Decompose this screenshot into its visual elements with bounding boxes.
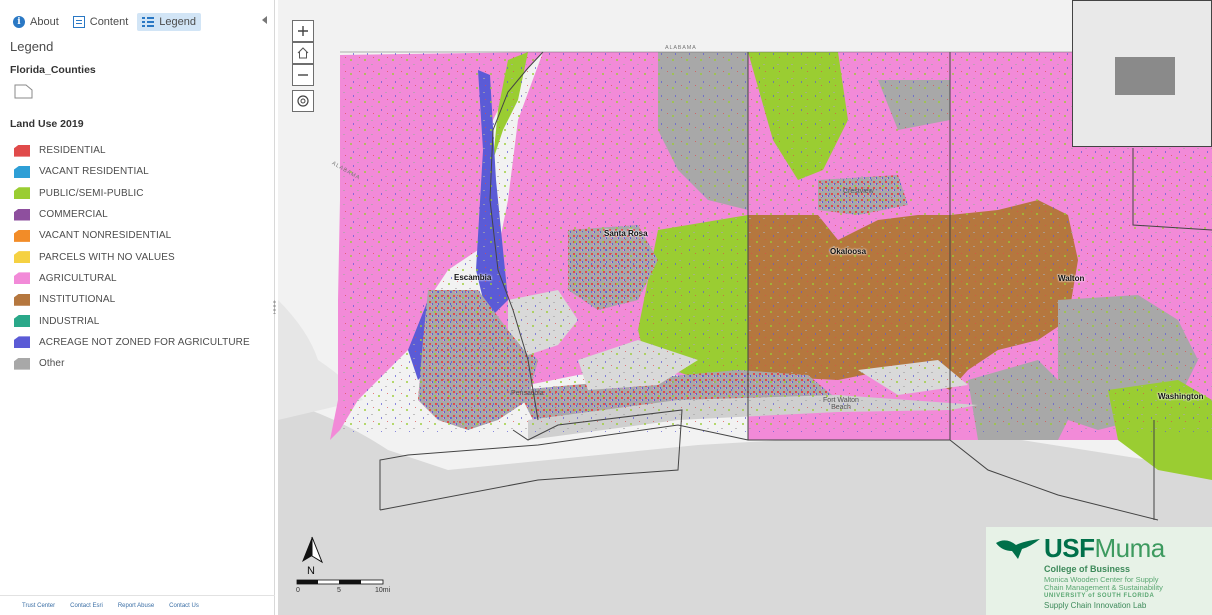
tab-about-label: About [30,16,59,28]
info-icon: i [13,16,25,28]
usf-bull-logo-icon [996,539,1040,559]
collapse-panel-icon[interactable] [262,16,267,24]
legend-item: RESIDENTIAL [14,140,250,161]
legend-label: AGRICULTURAL [39,272,117,284]
scale-label-start: 0 [296,587,300,594]
legend-swatch [14,144,30,157]
legend-label: PARCELS WITH NO VALUES [39,251,175,263]
legend-label: INSTITUTIONAL [39,294,116,306]
legend-swatch [14,187,30,200]
county-label-escambia: Escambia [454,273,492,282]
overview-extent-box[interactable] [1115,57,1175,95]
legend-item: PUBLIC/SEMI-PUBLIC [14,183,250,204]
legend-label: RESIDENTIAL [39,145,106,157]
north-label: N [307,565,315,577]
footer-link-trust-center[interactable]: Trust Center [22,602,56,609]
footer-link-report-abuse[interactable]: Report Abuse [117,602,155,609]
county-label-santa-rosa: Santa Rosa [604,229,648,238]
logo-line-college: College of Business [1044,564,1131,574]
legend-swatch [14,293,30,306]
legend-item: COMMERCIAL [14,204,250,225]
north-arrow-icon [302,536,324,564]
legend-label: PUBLIC/SEMI-PUBLIC [39,187,144,199]
map-view[interactable]: ALABAMA ALABAMA Escambia Santa Rosa Okal… [278,0,1212,615]
legend-item: INSTITUTIONAL [14,289,250,310]
logo-line-center-2: Chain Management & Sustainability [1044,583,1163,592]
legend-swatch [14,272,30,285]
legend-label: Other [39,358,65,370]
legend-label: VACANT NONRESIDENTIAL [39,230,172,242]
footer-link-contact-esri[interactable]: Contact Esri [70,602,103,609]
tab-content-label: Content [89,16,129,28]
content-list-icon [72,16,85,28]
tab-legend[interactable]: Legend [137,13,201,31]
side-panel: i About Content Legend Legend Florida_Co… [0,0,276,615]
panel-footer: Trust Center Contact Esri Report Abuse C… [0,595,275,615]
legend-label: COMMERCIAL [39,209,108,221]
legend-title: Legend [10,39,54,54]
home-icon [297,47,309,59]
zoom-out-button[interactable] [292,64,314,86]
tab-content[interactable]: Content [68,13,134,31]
legend-swatch [14,357,30,370]
city-label-crestview: Crestview [843,188,874,195]
panel-resize-handle[interactable] [273,300,276,314]
logo-line-lab: Supply Chain Innovation Lab [1044,601,1147,610]
legend-list-icon [142,16,155,28]
logo-muma: Muma [1094,533,1166,563]
tab-legend-label: Legend [159,16,196,28]
legend-swatch [14,336,30,349]
county-label-okaloosa: Okaloosa [830,247,867,256]
state-label-alabama: ALABAMA [665,45,697,51]
logo-title: USFMuma [1044,533,1165,564]
city-label-fort-walton-beach: Fort Walton Beach [823,397,859,411]
overview-map[interactable] [1072,0,1212,147]
scale-label-mid: 5 [337,587,341,594]
legend-label: INDUSTRIAL [39,315,100,327]
legend-item: AGRICULTURAL [14,268,250,289]
legend-item: INDUSTRIAL [14,310,250,331]
panel-tabs: i About Content Legend [8,10,201,34]
county-label-washington: Washington [1158,392,1204,401]
land-use-legend-list: RESIDENTIAL VACANT RESIDENTIAL PUBLIC/SEMI… [14,140,250,374]
map-canvas [278,0,1212,615]
layer-title-land-use: Land Use 2019 [10,118,84,130]
logo-usf: USF [1044,533,1095,563]
legend-label: ACREAGE NOT ZONED FOR AGRICULTURE [39,336,250,348]
footer-link-contact-us[interactable]: Contact Us [169,602,199,609]
polygon-outline-icon [14,84,33,99]
legend-swatch [14,229,30,242]
scale-bar [296,579,384,585]
locate-icon [297,95,309,107]
legend-item: Other [14,353,250,374]
legend-item: PARCELS WITH NO VALUES [14,246,250,267]
usf-muma-logo: USFMuma College of Business Monica Woode… [986,527,1212,615]
scale-label-end: 10mi [375,587,391,594]
legend-item: ACREAGE NOT ZONED FOR AGRICULTURE [14,332,250,353]
legend-swatch [14,251,30,264]
legend-label: VACANT RESIDENTIAL [39,166,149,178]
logo-line-university: UNIVERSITY of SOUTH FLORIDA [1044,593,1155,599]
layer-title-florida-counties: Florida_Counties [10,64,96,76]
legend-swatch [14,208,30,221]
legend-swatch [14,165,30,178]
zoom-in-button[interactable] [292,20,314,42]
locate-button[interactable] [292,90,314,112]
home-button[interactable] [292,42,314,64]
legend-item: VACANT NONRESIDENTIAL [14,225,250,246]
minus-icon [298,74,308,76]
city-label-pensacola: Pensacola [511,390,544,397]
legend-swatch [14,315,30,328]
tab-about[interactable]: i About [8,13,64,31]
logo-line-center-1: Monica Wooden Center for Supply [1044,575,1159,584]
plus-icon [298,26,308,36]
legend-item: VACANT RESIDENTIAL [14,161,250,182]
county-label-walton: Walton [1058,274,1085,283]
